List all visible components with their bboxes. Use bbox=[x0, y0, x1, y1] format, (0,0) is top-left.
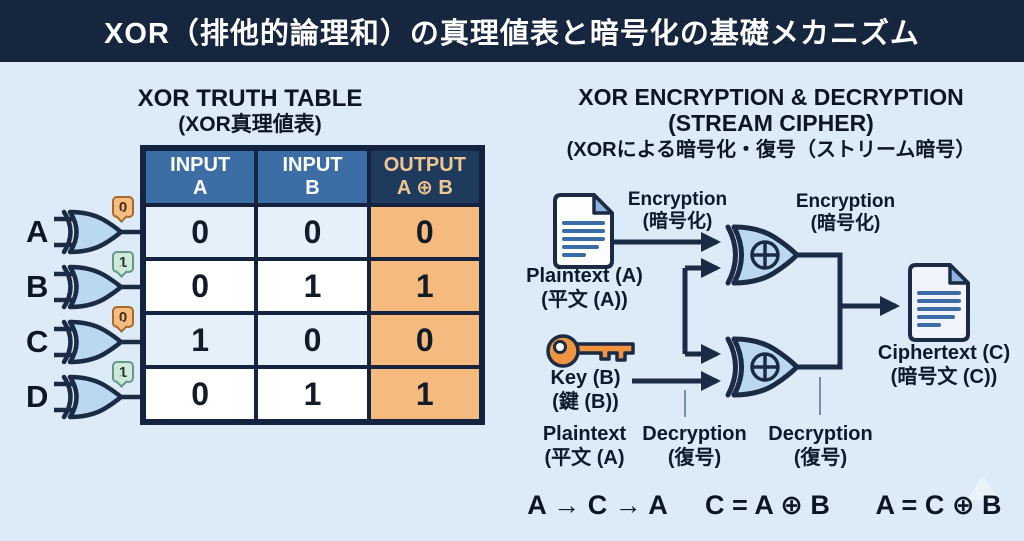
label-jp: (復号) bbox=[793, 446, 848, 469]
label-en: Plaintext bbox=[542, 423, 627, 445]
cell-r1-input-b: 0 bbox=[256, 205, 369, 259]
header-text: A bbox=[192, 177, 208, 199]
cell-r2-input-a: 0 bbox=[144, 259, 257, 313]
label-en: Encryption bbox=[795, 191, 896, 212]
stream-cipher-diagram bbox=[546, 193, 970, 417]
gate-output-badge: 1 bbox=[112, 361, 134, 383]
column-header-input-a: INPUT A bbox=[144, 149, 257, 205]
decryption-label-right: Decryption (復号) bbox=[753, 423, 888, 470]
gate-output-badge: 1 bbox=[112, 251, 134, 273]
plaintext-bottom-label: Plaintext (平文 (A) bbox=[517, 423, 652, 470]
truth-table-subtitle: (XOR真理値表) bbox=[178, 112, 322, 136]
truth-table-title-block: XOR TRUTH TABLE (XOR真理値表) bbox=[85, 85, 415, 136]
label-en: Decryption bbox=[642, 423, 747, 445]
title-banner: XOR（排他的論理和）の真理値表と暗号化の基礎メカニズム bbox=[0, 0, 1024, 62]
watermark-triangle bbox=[966, 476, 1000, 500]
ciphertext-document-icon bbox=[908, 263, 970, 342]
gate-output-badge: 0 bbox=[112, 306, 134, 328]
gate-label-b: B bbox=[26, 269, 49, 304]
gate-label-d: D bbox=[26, 379, 49, 414]
xor-gate-icon bbox=[54, 319, 140, 365]
label-jp: (暗号化) bbox=[642, 211, 713, 233]
label-en: Ciphertext (C) bbox=[877, 342, 1011, 364]
cipher-title: XOR ENCRYPTION & DECRYPTION bbox=[578, 84, 964, 110]
cell-r3-input-a: 1 bbox=[144, 313, 257, 367]
label-jp: (平文 (A) bbox=[544, 446, 625, 469]
cell-r2-output: 1 bbox=[368, 259, 481, 313]
gate-output-badge: 0 bbox=[112, 196, 134, 218]
xor-gate-icon bbox=[54, 374, 140, 420]
label-jp: (鍵 (B)) bbox=[552, 390, 619, 413]
cell-r4-input-a: 0 bbox=[144, 367, 257, 421]
header-text: INPUT bbox=[282, 154, 343, 176]
plaintext-document-icon bbox=[553, 193, 614, 269]
cell-r2-input-b: 1 bbox=[256, 259, 369, 313]
plaintext-label: Plaintext (A) (平文 (A)) bbox=[517, 265, 652, 312]
label-en: Encryption bbox=[627, 189, 728, 210]
xor-gate-icon bbox=[54, 264, 140, 310]
encryption-xor-gate bbox=[725, 224, 800, 286]
gate-label-c: C bbox=[26, 324, 49, 359]
header-text: A ⊕ B bbox=[396, 177, 453, 199]
cipher-title-block: XOR ENCRYPTION & DECRYPTION (STREAM CIPH… bbox=[525, 84, 1017, 161]
key-label: Key (B) (鍵 (B)) bbox=[518, 367, 653, 414]
cell-r1-output: 0 bbox=[368, 205, 481, 259]
label-jp: (暗号化) bbox=[810, 213, 881, 235]
cell-r1-input-a: 0 bbox=[144, 205, 257, 259]
decryption-xor-gate bbox=[725, 336, 800, 398]
label-jp: (復号) bbox=[667, 446, 722, 469]
header-text: B bbox=[305, 177, 320, 199]
cipher-subtitle-jp: (XORによる暗号化・復号（ストリーム暗号） bbox=[566, 138, 976, 161]
column-header-input-b: INPUT B bbox=[256, 149, 369, 205]
column-header-output: OUTPUT A ⊕ B bbox=[368, 149, 481, 205]
formula-cycle: A → C → A bbox=[527, 490, 668, 520]
decryption-label-left: Decryption (復号) bbox=[627, 423, 762, 470]
label-en: Decryption bbox=[768, 423, 873, 445]
header-text: INPUT bbox=[170, 154, 231, 176]
formula-encrypt: C = A ⊕ B bbox=[705, 490, 830, 520]
cell-r4-output: 1 bbox=[368, 367, 481, 421]
page-title: XOR（排他的論理和）の真理値表と暗号化の基礎メカニズム bbox=[104, 18, 920, 50]
cipher-subtitle: (STREAM CIPHER) bbox=[668, 109, 874, 136]
truth-table-title: XOR TRUTH TABLE bbox=[137, 85, 363, 112]
label-en: Key (B) bbox=[550, 367, 621, 389]
label-jp: (暗号文 (C)) bbox=[890, 365, 998, 388]
xor-gate-row-c: C 0 bbox=[24, 302, 144, 382]
formula-decrypt: A = C ⊕ B bbox=[875, 490, 1002, 520]
xor-truth-table: INPUT A INPUT B OUTPUT A ⊕ B 0 0 0 0 1 1… bbox=[140, 145, 485, 425]
label-jp: (平文 (A)) bbox=[541, 288, 628, 311]
xor-gate-row-d: D 1 bbox=[24, 357, 144, 437]
xor-gate-row-a: A 0 bbox=[24, 192, 144, 272]
outputs-merge-line bbox=[797, 252, 843, 370]
xor-gate-icon bbox=[54, 209, 140, 255]
cell-r4-input-b: 1 bbox=[256, 367, 369, 421]
encryption-label-top: Encryption (暗号化) bbox=[610, 189, 745, 234]
label-en: Plaintext (A) bbox=[526, 265, 643, 287]
ciphertext-label: Ciphertext (C) (暗号文 (C)) bbox=[874, 342, 1014, 389]
key-icon bbox=[546, 334, 635, 368]
cell-r3-output: 0 bbox=[368, 313, 481, 367]
encryption-label-right: Encryption (暗号化) bbox=[778, 191, 913, 236]
gate-label-a: A bbox=[26, 214, 49, 249]
header-text: OUTPUT bbox=[383, 154, 466, 176]
cell-r3-input-b: 0 bbox=[256, 313, 369, 367]
xor-gate-row-b: B 1 bbox=[24, 247, 144, 327]
